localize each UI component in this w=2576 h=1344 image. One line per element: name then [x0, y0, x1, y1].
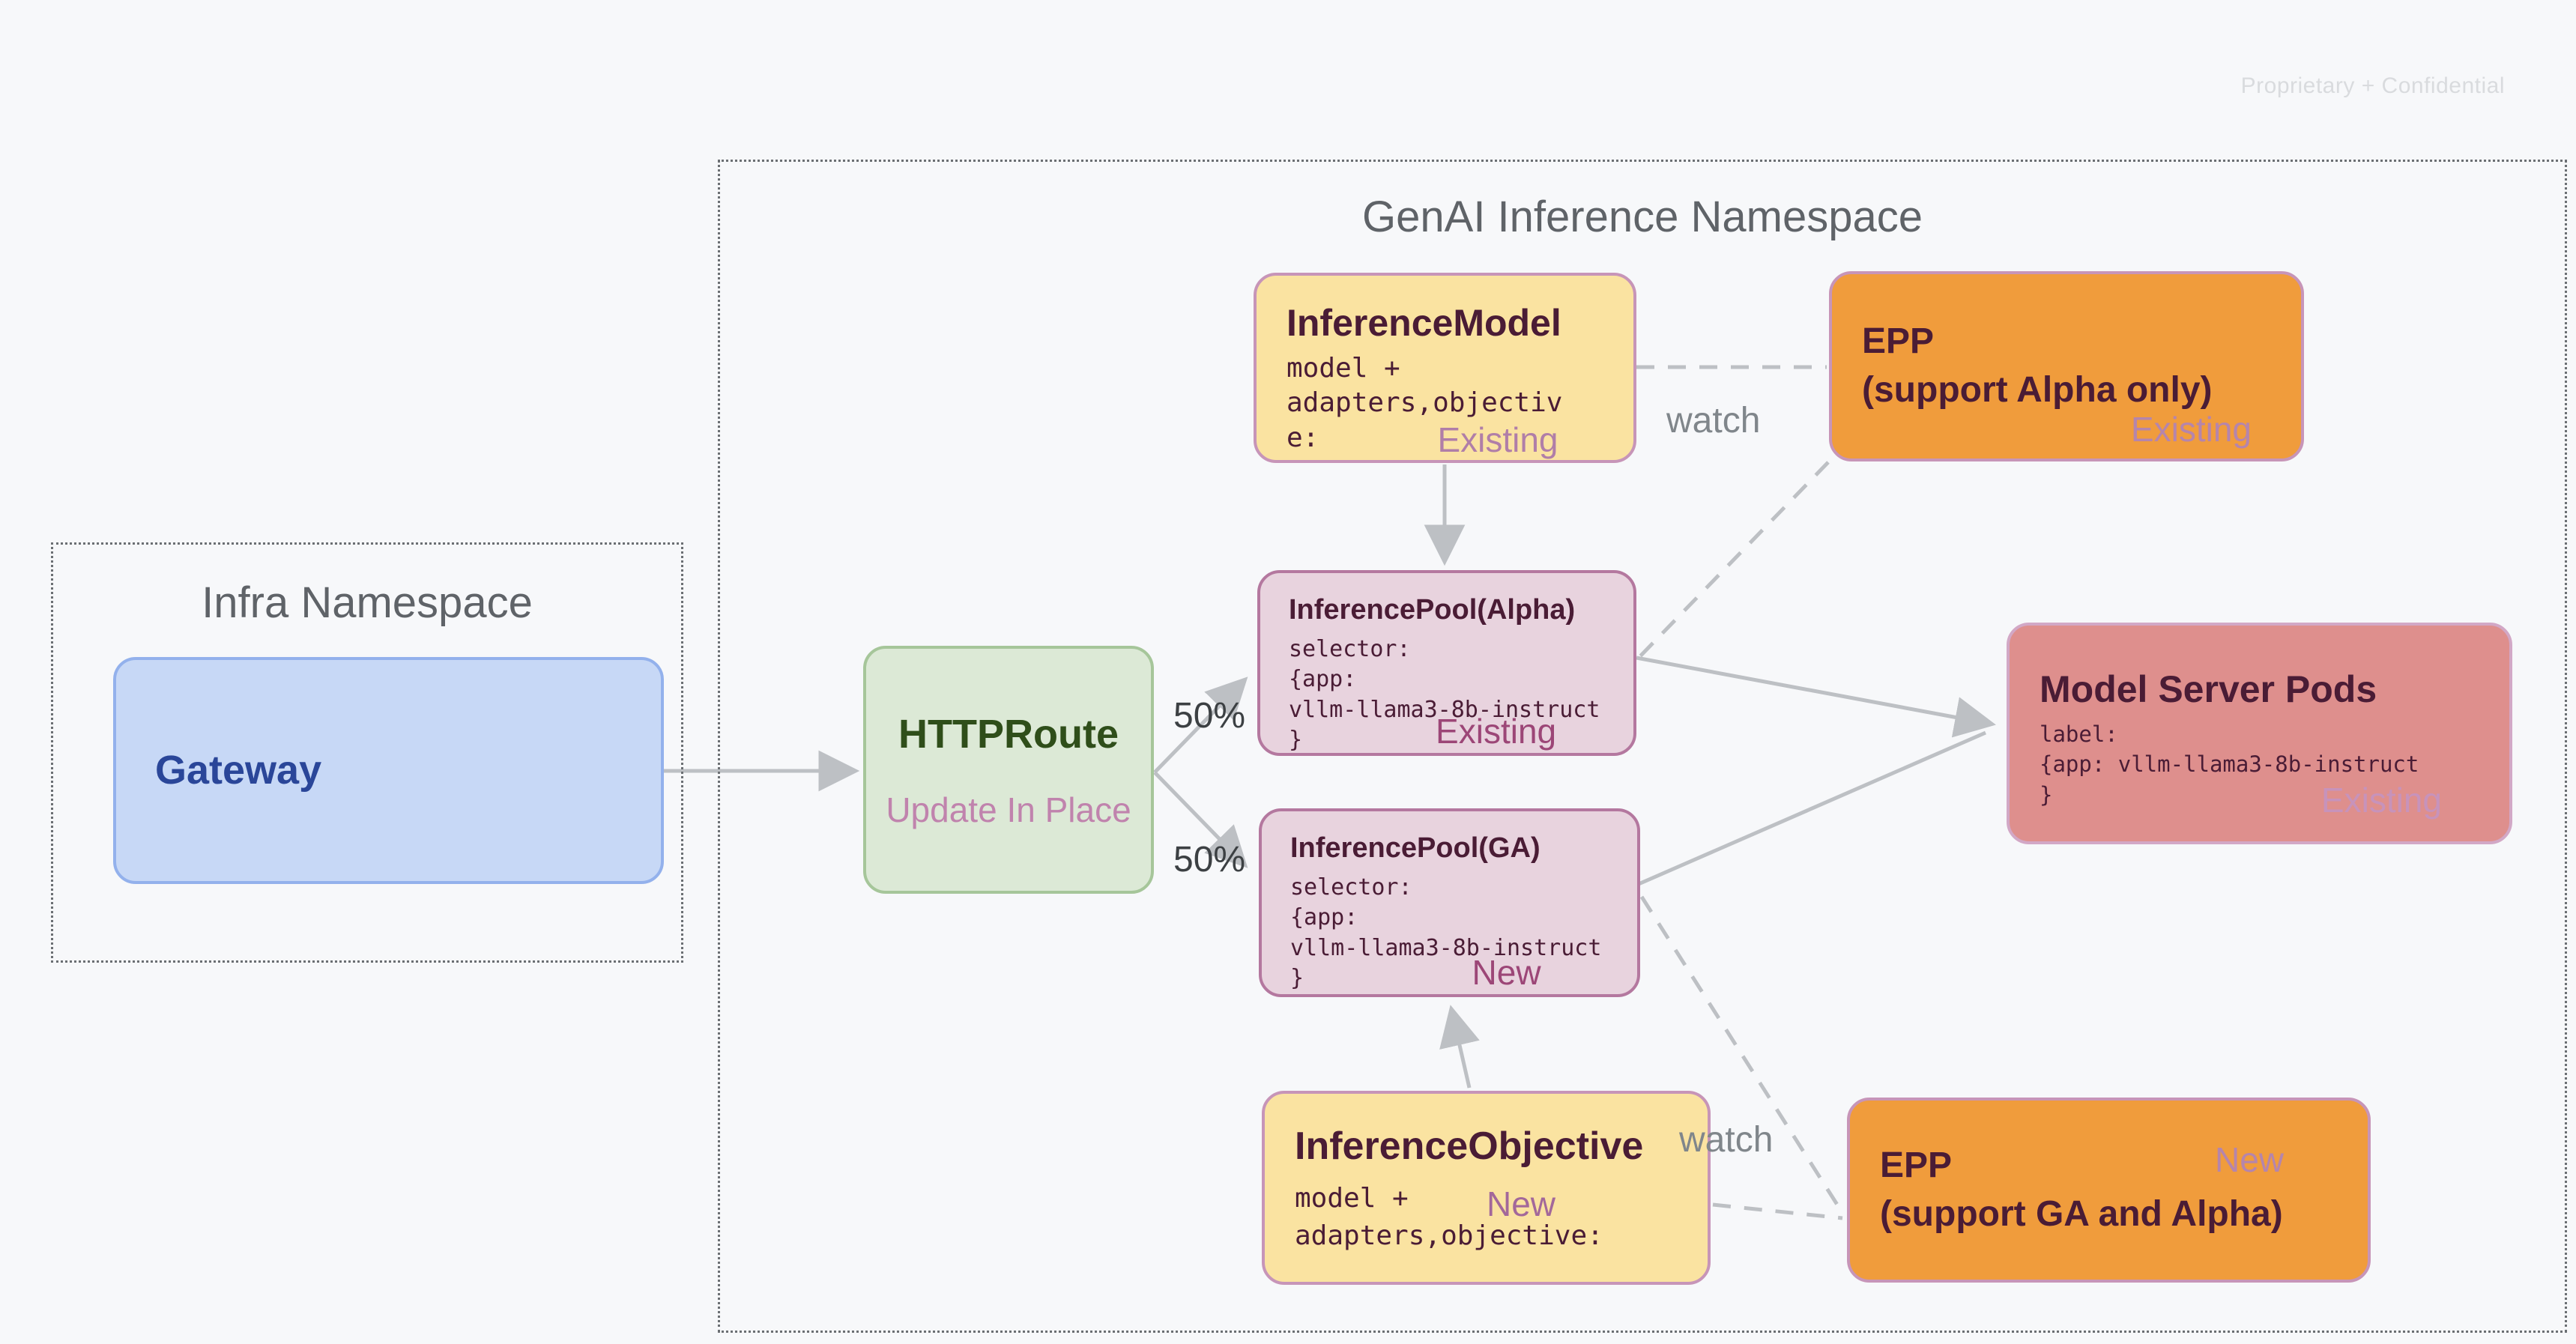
node-epp-alpha: EPP (support Alpha only) Existing [1829, 271, 2304, 461]
watermark-text: Proprietary + Confidential [2240, 73, 2505, 98]
node-httproute: HTTPRoute Update In Place [863, 646, 1154, 894]
status-label: Existing [1437, 420, 1558, 459]
gateway-title: Gateway [155, 747, 322, 793]
status-label: Existing [2320, 781, 2442, 820]
status-label: Existing [1436, 712, 1557, 751]
status-label: Existing [2130, 410, 2252, 449]
inference-pool-ga-body: selector: {app: vllm-llama3-8b-instruct … [1290, 874, 1602, 992]
inference-pool-alpha-title: InferencePool(Alpha) [1289, 594, 1576, 626]
watch-label-bottom: watch [1679, 1120, 1774, 1160]
node-model-server-pods: Model Server Pods label: {app: vllm-llam… [2007, 623, 2512, 844]
inference-model-body: model + adapters,objectiv e: [1287, 352, 1563, 454]
node-gateway: Gateway [113, 657, 664, 884]
edge-pool-alpha-to-pods [1636, 656, 1996, 738]
genai-namespace-box: GenAI Inference Namespace [718, 160, 2567, 1333]
infra-namespace-box: Infra Namespace [51, 542, 683, 963]
inference-pool-alpha-body: selector: {app: vllm-llama3-8b-instruct … [1289, 635, 1600, 754]
status-label: New [1487, 1184, 1556, 1223]
node-inference-objective: InferenceObjective model + adapters,obje… [1262, 1091, 1711, 1285]
traffic-split-label-top: 50% [1173, 696, 1246, 736]
edge-epp-to-pool-alpha [1636, 461, 1830, 660]
httproute-subtitle: Update In Place [886, 790, 1131, 830]
model-server-pods-body: label: {app: vllm-llama3-8b-instruct } [2040, 721, 2419, 808]
inference-model-title: InferenceModel [1287, 302, 1561, 344]
watch-label-top: watch [1666, 401, 1761, 441]
node-inference-model: InferenceModel model + adapters,objectiv… [1254, 273, 1636, 463]
status-label: New [1472, 953, 1541, 992]
edge-watch-inferenceobjective-epp-ga [1712, 1202, 1843, 1220]
inference-objective-title: InferenceObjective [1295, 1124, 1644, 1168]
epp-alpha-title: EPP (support Alpha only) [1862, 321, 2213, 410]
genai-namespace-title: GenAI Inference Namespace [1362, 193, 1923, 241]
model-server-pods-title: Model Server Pods [2040, 668, 2377, 710]
status-label: New [2214, 1140, 2284, 1179]
traffic-split-label-bottom: 50% [1173, 840, 1246, 880]
edge-pool-ga-to-pods [1638, 730, 1986, 886]
node-inference-pool-alpha: InferencePool(Alpha) selector: {app: vll… [1257, 570, 1636, 756]
inference-objective-body: model + adapters,objective: [1295, 1183, 1603, 1252]
edge-httproute-to-pool-ga [1153, 771, 1248, 868]
inference-pool-ga-title: InferencePool(GA) [1290, 832, 1541, 864]
node-epp-ga: EPP (support GA and Alpha) New [1847, 1098, 2371, 1283]
httproute-title: HTTPRoute [898, 711, 1119, 757]
node-inference-pool-ga: InferencePool(GA) selector: {app: vllm-l… [1259, 808, 1640, 997]
epp-ga-title: EPP (support GA and Alpha) [1880, 1145, 2283, 1234]
infra-namespace-title: Infra Namespace [202, 578, 533, 627]
edge-httproute-to-pool-alpha [1153, 676, 1248, 774]
edge-inferenceobjective-to-pool-ga [1439, 1005, 1480, 1089]
